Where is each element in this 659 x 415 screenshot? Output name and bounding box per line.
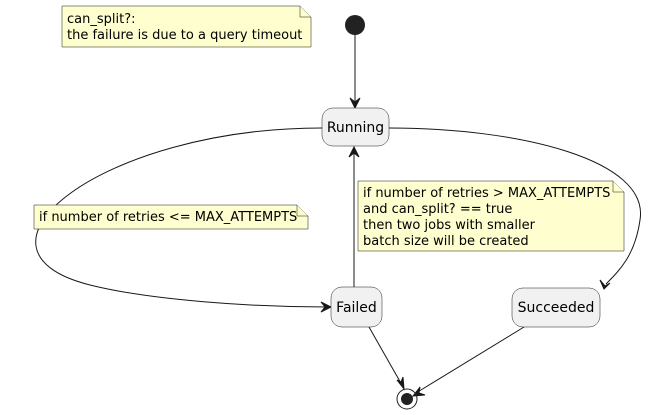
arrowhead [599,279,611,290]
state-succeeded: Succeeded [511,287,601,328]
state-running: Running [321,107,390,147]
note-line: can_split?: [67,12,135,27]
note-line: the failure is due to a query timeout [67,28,302,43]
state-failed: Failed [330,286,383,328]
edge-running-succeeded [388,127,641,285]
note-line: and can_split? == true [363,202,512,217]
note-retry-loop: if number of retries <= MAX_ATTEMPTS [33,204,309,230]
arrowhead [349,97,361,110]
final-state [396,388,418,410]
note-line: if number of retries > MAX_ATTEMPTS [363,186,610,201]
state-failed-label: Failed [336,300,377,316]
note-split: if number of retries > MAX_ATTEMPTS and … [357,180,625,252]
note-line: if number of retries <= MAX_ATTEMPTS [39,210,297,225]
state-running-label: Running [327,120,384,136]
initial-state [345,15,365,35]
note-line: batch size will be created [363,234,529,249]
arrowhead [320,301,333,313]
edge-running-failed [35,127,328,308]
state-succeeded-label: Succeeded [518,300,595,316]
arrowhead [348,145,360,158]
arrowhead [396,376,405,391]
edge-failed-end [368,326,403,386]
note-can-split: can_split?: the failure is due to a quer… [61,5,312,48]
edge-succeeded-end [415,326,525,394]
note-line: then two jobs with smaller [363,218,536,233]
